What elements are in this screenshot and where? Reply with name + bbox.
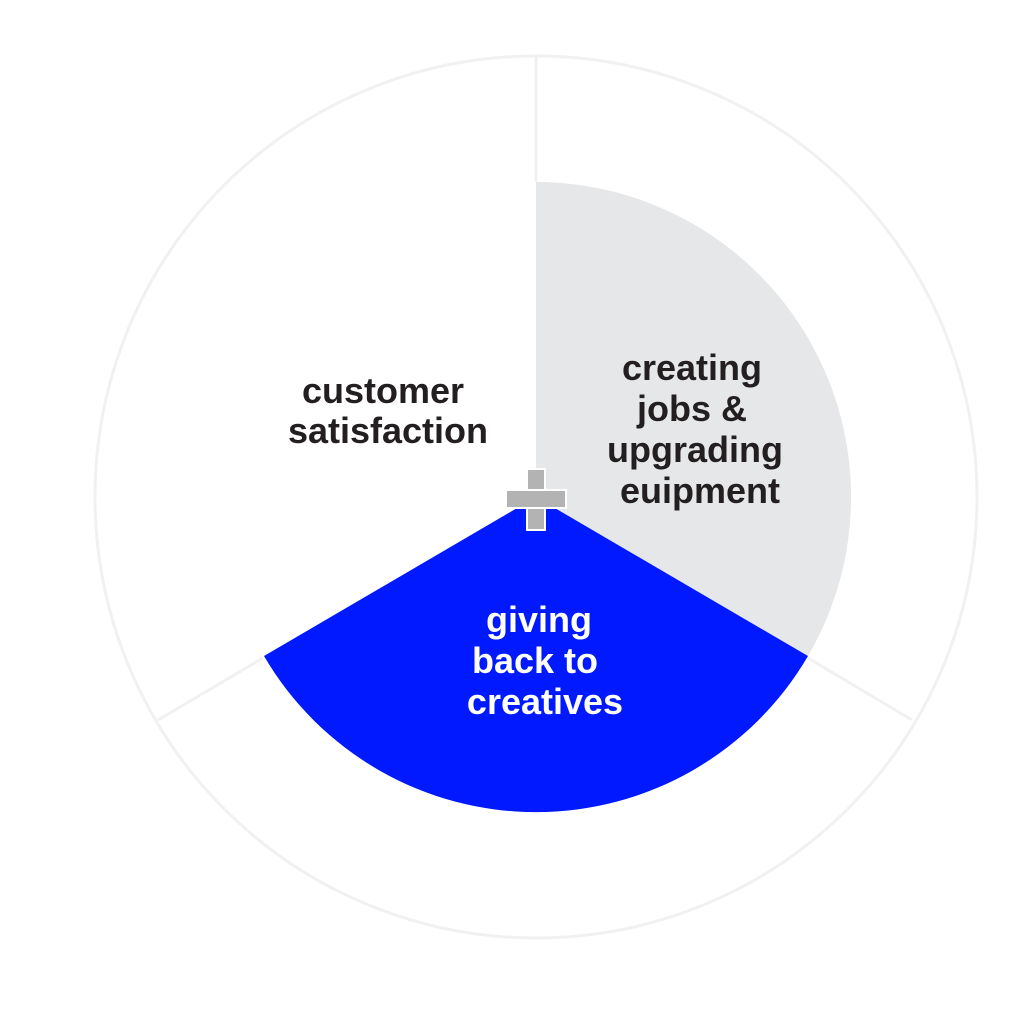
label-customer-satisfaction: customer satisfaction [288, 370, 488, 451]
segment-giving-back [264, 497, 808, 813]
divider-left [157, 656, 264, 722]
segment-creating-jobs [536, 182, 852, 656]
divider-right [807, 656, 913, 722]
plus-icon [505, 468, 567, 531]
label-giving-back: giving back to creatives [467, 599, 623, 722]
label-creating-jobs: creating jobs & upgrading euipment [607, 347, 793, 511]
